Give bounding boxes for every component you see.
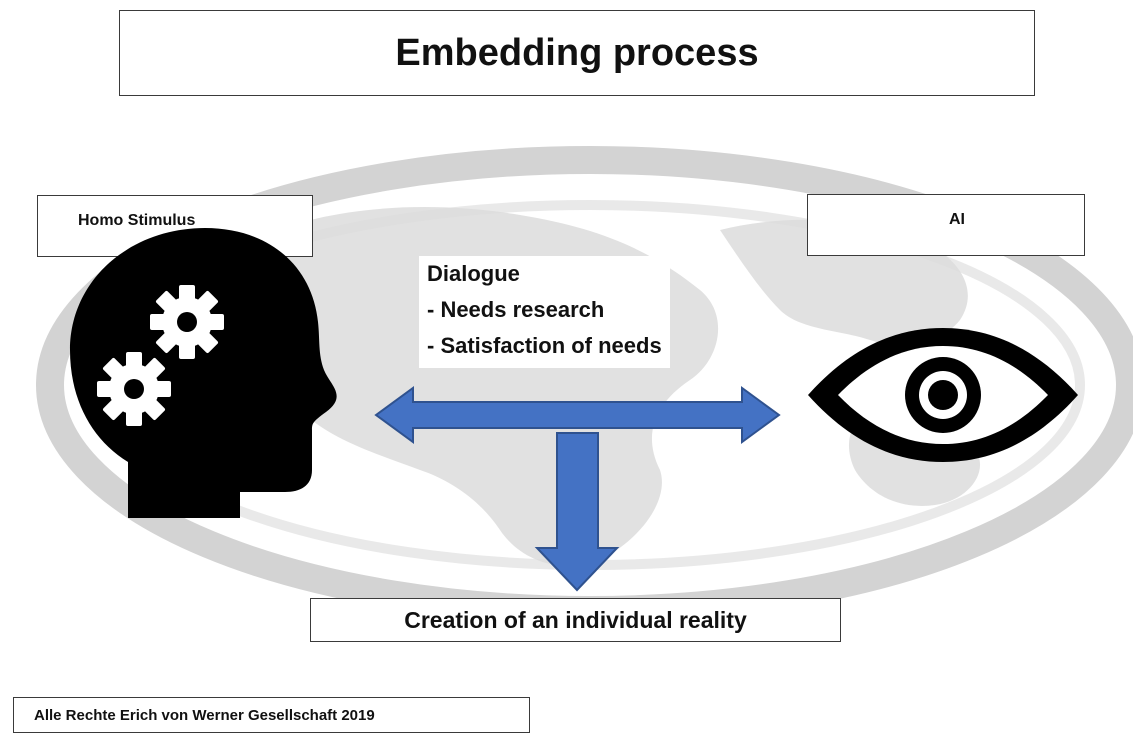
down-arrow — [534, 432, 620, 592]
result-label: Creation of an individual reality — [310, 598, 841, 642]
ai-label: AI — [807, 194, 1085, 256]
dialogue-text: Dialogue - Needs research - Satisfaction… — [419, 256, 670, 368]
diagram-title: Embedding process — [119, 10, 1035, 96]
copyright-notice: Alle Rechte Erich von Werner Gesellschaf… — [13, 697, 530, 733]
dialogue-item: - Needs research — [427, 297, 605, 322]
dialogue-heading: Dialogue — [427, 261, 520, 286]
dialogue-double-arrow — [374, 386, 781, 444]
dialogue-item: - Satisfaction of needs — [427, 333, 662, 358]
